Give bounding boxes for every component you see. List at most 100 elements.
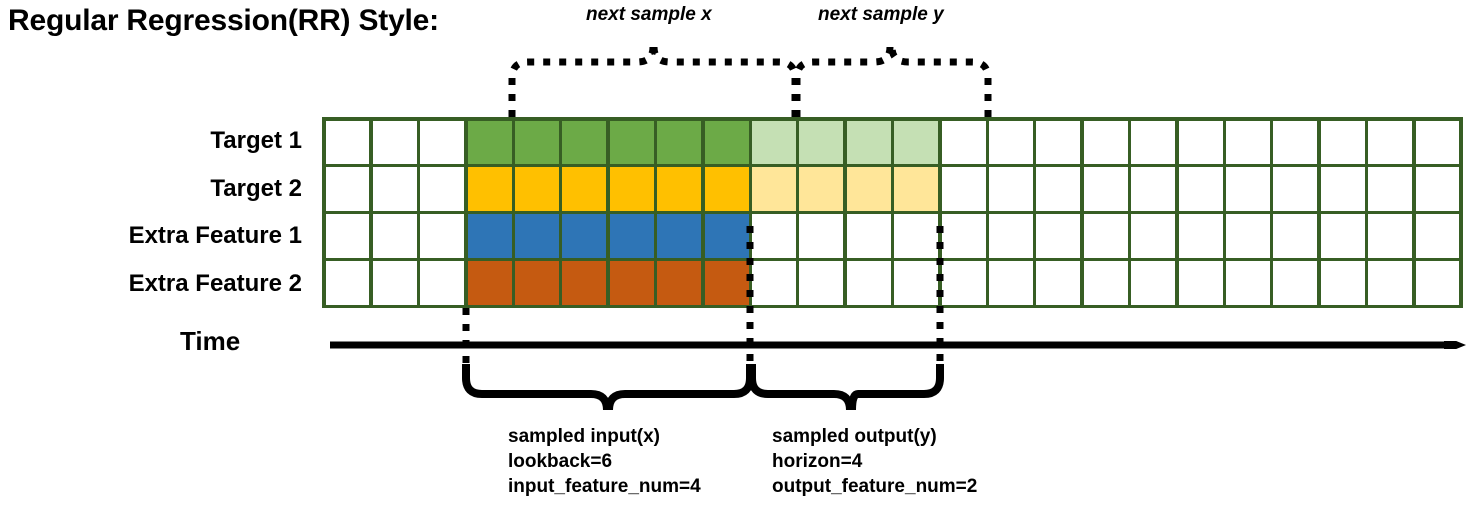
grid-cell: [941, 167, 986, 211]
grid-cell: [1036, 167, 1081, 211]
grid-cell: [704, 167, 749, 211]
grid-cell: [1131, 167, 1176, 211]
grid-cell: [1368, 261, 1413, 305]
grid-cell: [752, 261, 796, 305]
grid-cell: [420, 120, 465, 164]
next-sample-x-brace: [508, 46, 799, 117]
grid-cell: [1415, 120, 1460, 164]
grid-cell: [1368, 120, 1413, 164]
grid-cell: [1226, 167, 1270, 211]
time-axis-label: Time: [180, 326, 241, 356]
grid-cell: [562, 214, 607, 258]
grid-cell: [704, 214, 749, 258]
grid-cell: [609, 167, 654, 211]
grid-cell: [752, 120, 796, 164]
grid-cell: [372, 120, 417, 164]
grid-cell: [657, 120, 702, 164]
next-sample-y-brace: [793, 46, 992, 117]
timestep-grid: [322, 117, 1463, 308]
grid-cell: [562, 120, 607, 164]
grid-cell: [894, 214, 939, 258]
grid-cell: [1368, 214, 1413, 258]
grid-cell: [752, 214, 796, 258]
sampled-output-brace: [748, 364, 944, 411]
grid-cell: [941, 214, 986, 258]
grid-cell: [515, 214, 559, 258]
grid-cell: [420, 261, 465, 305]
grid-cell: [1320, 167, 1365, 211]
grid-cell: [657, 167, 702, 211]
grid-cell: [1273, 167, 1318, 211]
grid-cell: [420, 167, 465, 211]
grid-cell: [1415, 261, 1460, 305]
grid-cell: [799, 214, 844, 258]
grid-cell: [1273, 120, 1318, 164]
grid-cell: [325, 214, 370, 258]
sampled-input-brace: [462, 364, 754, 411]
grid-cell: [989, 261, 1033, 305]
grid-cell: [846, 214, 891, 258]
grid-cell: [1083, 214, 1128, 258]
grid-cell: [704, 120, 749, 164]
grid-cell: [657, 261, 702, 305]
time-axis-arrow: [330, 341, 1466, 349]
grid-cell: [1320, 214, 1365, 258]
grid-cell: [1131, 261, 1176, 305]
grid-cell: [894, 120, 939, 164]
grid-cell: [325, 120, 370, 164]
grid-cell: [467, 167, 512, 211]
sampled-input-caption: sampled input(x) lookback=6 input_featur…: [508, 426, 701, 497]
grid-cell: [1320, 261, 1365, 305]
sampled-output-caption: sampled output(y) horizon=4 output_featu…: [772, 426, 978, 497]
grid-cell: [372, 214, 417, 258]
grid-cell: [325, 261, 370, 305]
grid-cell: [941, 261, 986, 305]
grid-cell: [1368, 167, 1413, 211]
grid-cell: [1131, 120, 1176, 164]
grid-cell: [941, 120, 986, 164]
grid-cell: [989, 167, 1033, 211]
grid-cell: [1226, 214, 1270, 258]
grid-cell: [1083, 167, 1128, 211]
grid-cell: [1320, 120, 1365, 164]
grid-cell: [989, 214, 1033, 258]
grid-cell: [467, 261, 512, 305]
grid-cell: [799, 261, 844, 305]
grid-cell: [1036, 214, 1081, 258]
grid-cell: [846, 261, 891, 305]
grid-cell: [515, 120, 559, 164]
row-label-column: Target 1 Target 2 Extra Feature 1 Extra …: [0, 117, 312, 308]
grid-cell: [609, 261, 654, 305]
grid-cell: [1131, 214, 1176, 258]
grid-cell: [989, 120, 1033, 164]
grid-cell: [894, 261, 939, 305]
grid-cell: [799, 167, 844, 211]
grid-cell: [609, 120, 654, 164]
grid-cell: [1226, 120, 1270, 164]
grid-cell: [1273, 214, 1318, 258]
grid-cell: [562, 167, 607, 211]
grid-cell: [846, 120, 891, 164]
grid-cell: [1036, 261, 1081, 305]
grid-cell: [704, 261, 749, 305]
grid-cell: [1036, 120, 1081, 164]
grid-cell: [1178, 214, 1223, 258]
grid-cell: [1178, 261, 1223, 305]
page-title: Regular Regression(RR) Style:: [8, 4, 439, 37]
row-label-extra-feature-1: Extra Feature 1: [128, 222, 302, 250]
row-label-extra-feature-2: Extra Feature 2: [128, 270, 302, 298]
grid-cell: [657, 214, 702, 258]
grid-cell: [1415, 214, 1460, 258]
grid-cell: [799, 120, 844, 164]
grid-cell: [1178, 167, 1223, 211]
grid-cell: [467, 214, 512, 258]
grid-cell: [372, 261, 417, 305]
grid-cell: [894, 167, 939, 211]
grid-cell: [515, 261, 559, 305]
grid-cell: [1083, 120, 1128, 164]
row-label-target-2: Target 2: [210, 174, 302, 202]
grid-cell: [609, 214, 654, 258]
grid-cell: [515, 167, 559, 211]
grid-cell: [752, 167, 796, 211]
grid-cell: [1083, 261, 1128, 305]
